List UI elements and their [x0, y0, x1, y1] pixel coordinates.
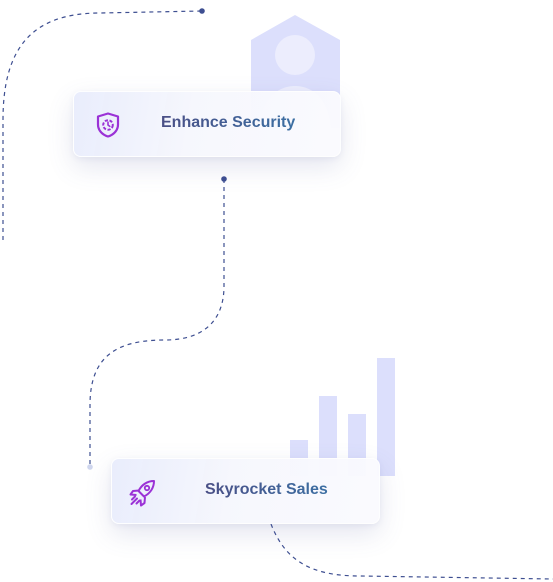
rocket-icon [129, 480, 155, 507]
shield-icon [96, 112, 120, 138]
card-label: Enhance Security [161, 114, 296, 131]
card-label: Skyrocket Sales [205, 481, 328, 498]
connector-dot [199, 8, 205, 14]
connector-dot [221, 176, 227, 182]
skyrocket-sales-card[interactable]: Skyrocket Sales [111, 458, 380, 524]
dashed-connector-bottom [270, 523, 553, 580]
chart-bar [377, 358, 395, 476]
connector-dot [87, 464, 93, 470]
enhance-security-card[interactable]: Enhance Security [73, 91, 341, 157]
dashed-connector-top [2, 10, 203, 240]
dashed-connector-middle [89, 179, 225, 467]
chart-bar [319, 396, 337, 476]
